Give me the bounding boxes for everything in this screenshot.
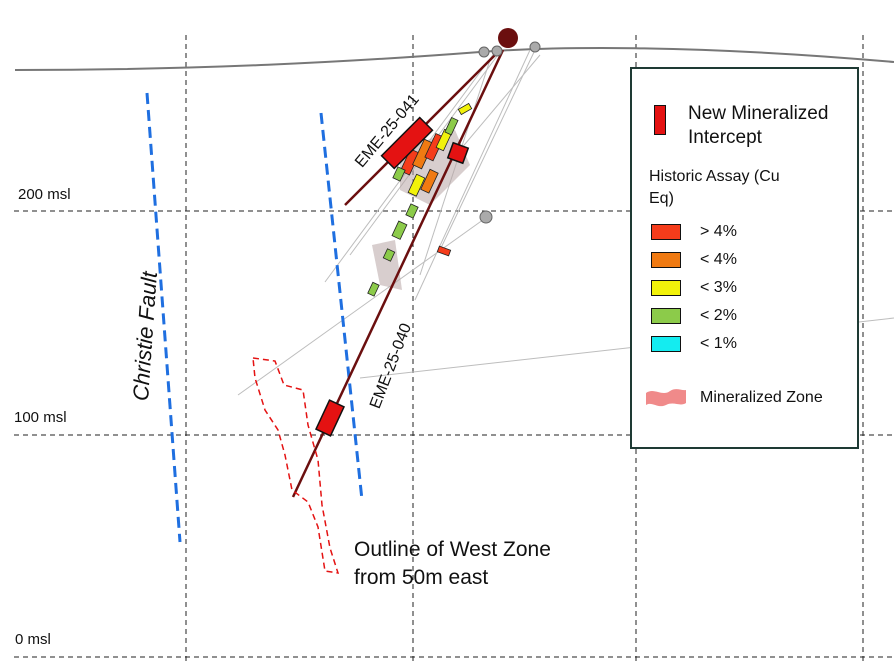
assay-interval (436, 245, 452, 257)
west-zone-note: Outline of West Zone from 50m east (354, 536, 594, 592)
historic-assay-intervals (367, 102, 473, 297)
legend-class-label: < 4% (700, 251, 737, 268)
legend-class-label: < 3% (700, 279, 737, 296)
west-zone-note-text: Outline of West Zone from 50m east (354, 538, 551, 589)
new-intercept-label: New Mineralized Intercept (688, 103, 829, 148)
assay-interval (444, 116, 459, 136)
new-intercept (446, 141, 470, 165)
new-intercept-swatch (654, 105, 666, 135)
assay-interval (457, 102, 473, 116)
assay-interval (420, 168, 439, 194)
assay-interval (407, 173, 426, 197)
legend-class-label: > 4% (700, 223, 737, 240)
legend-swatch (651, 252, 681, 268)
historic-trace (237, 216, 488, 396)
assay-interval (405, 203, 419, 219)
assay-interval (367, 281, 380, 297)
legend-class-row: < 1% (651, 335, 737, 353)
collar-marker (479, 210, 493, 224)
legend-swatch (651, 224, 681, 240)
historic-assay-title: Historic Assay (Cu Eq) (649, 168, 780, 207)
assay-interval (392, 166, 406, 182)
legend-new-intercept: New Mineralized Intercept (654, 102, 858, 150)
legend-class-row: < 3% (651, 279, 737, 297)
christie-fault-line (145, 92, 182, 543)
collar-marker (529, 41, 541, 53)
historic-trace (459, 54, 541, 151)
collar-marker (478, 46, 490, 58)
drill-collar-marker (498, 28, 518, 48)
legend-class-row: > 4% (651, 223, 737, 241)
legend-swatch (651, 336, 681, 352)
new-intercept-eme-25-041 (380, 116, 434, 170)
legend-swatch (651, 308, 681, 324)
new-intercept-eme-25-040 (314, 399, 346, 437)
legend-class-label: < 1% (700, 335, 737, 352)
assay-interval (382, 248, 396, 262)
legend-swatch (651, 280, 681, 296)
historic-trace (414, 49, 531, 301)
collar-marker (491, 45, 503, 57)
mineralized-zone-shape (372, 240, 402, 290)
legend-class-label: < 2% (700, 307, 737, 324)
assay-interval (391, 220, 408, 240)
legend-class-row: < 4% (651, 251, 737, 269)
mineralized-zone-label: Mineralized Zone (700, 389, 823, 406)
elevation-label-0: 0 msl (15, 631, 51, 648)
west-zone-outline (252, 357, 340, 574)
legend-mineralized-zone: Mineralized Zone (644, 387, 823, 409)
legend-class-row: < 2% (651, 307, 737, 325)
fault-line (319, 112, 364, 501)
mineralized-zone-swatch (646, 389, 686, 407)
elevation-label-100: 100 msl (14, 409, 67, 426)
legend: New Mineralized Intercept Historic Assay… (630, 67, 859, 449)
historic-trace (439, 49, 536, 251)
elevation-label-200: 200 msl (18, 186, 71, 203)
